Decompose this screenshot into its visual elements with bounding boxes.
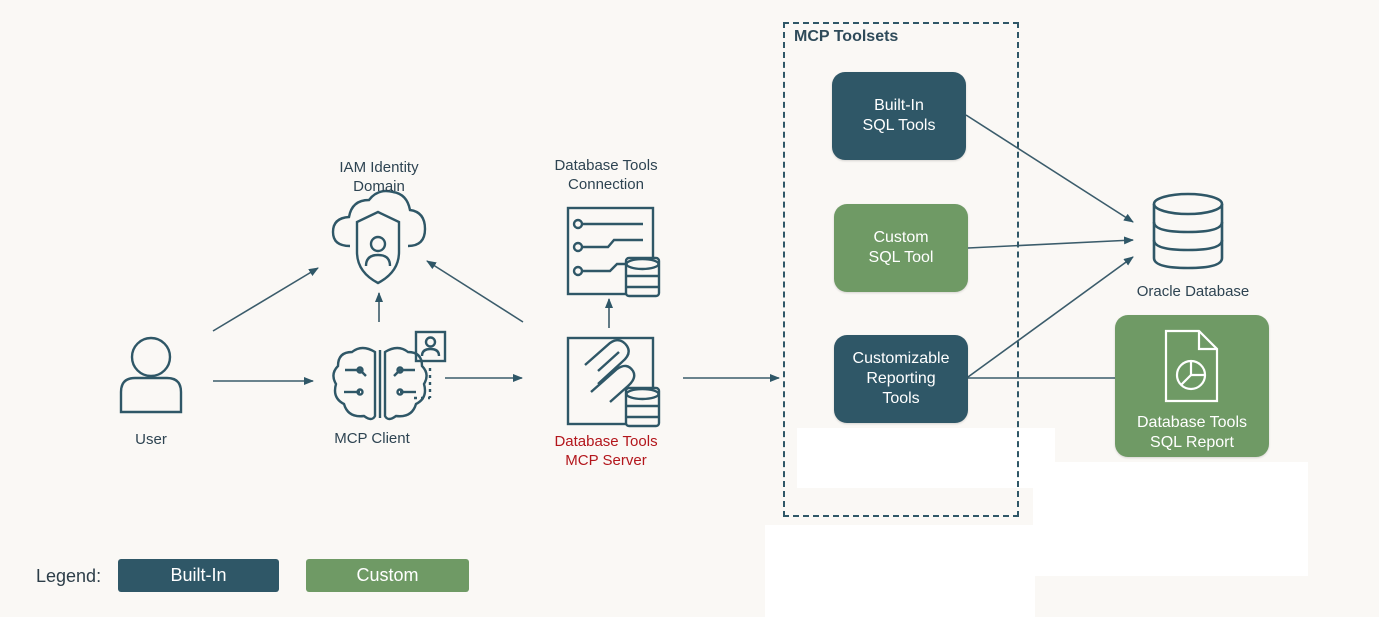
arrow-custom-to-db (967, 236, 1134, 249)
sql-report-label: Database Tools SQL Report (1137, 414, 1247, 451)
mcp-client-label: MCP Client (334, 430, 410, 447)
client-user-badge-icon (414, 330, 447, 400)
reporting-tools-label: Customizable Reporting Tools (852, 350, 950, 407)
arrow-builtin-to-db (965, 114, 1134, 223)
iam-cloud-shield-icon (331, 189, 427, 285)
db-cylinder-small-icon (624, 386, 661, 428)
arrow-reporting-to-db (967, 256, 1134, 378)
mcp-server-label: Database Tools MCP Server (554, 433, 658, 469)
blank-patch (1033, 462, 1308, 576)
db-cylinder-small-icon (624, 256, 661, 298)
oracle-database-label: Oracle Database (1136, 283, 1250, 300)
legend-builtin-chip: Built-In (118, 559, 279, 592)
builtin-sql-tools-box: Built-In SQL Tools (832, 72, 966, 160)
report-document-icon (1164, 329, 1219, 403)
db-connection-label: Database Tools Connection (554, 157, 658, 193)
db-connection-icon (566, 206, 655, 296)
custom-sql-tool-box: Custom SQL Tool (834, 204, 968, 292)
blank-patch (765, 525, 1035, 617)
iam-label: IAM Identity Domain (339, 159, 419, 195)
connector-arrows (212, 114, 1144, 385)
sql-report-box: Database Tools SQL Report (1115, 315, 1269, 457)
blank-patch (797, 428, 1055, 488)
arrow-user-to-iam (212, 267, 319, 332)
reporting-tools-box: Customizable Reporting Tools (834, 335, 968, 423)
brain-icon (332, 346, 428, 421)
custom-sql-tool-label: Custom SQL Tool (868, 229, 934, 266)
toolsets-frame (783, 22, 1019, 517)
user-label: User (135, 431, 167, 448)
toolsets-title: MCP Toolsets (794, 28, 899, 45)
mcp-server-icon (566, 336, 655, 426)
builtin-sql-tools-label: Built-In SQL Tools (862, 97, 936, 134)
user-icon (119, 336, 183, 414)
database-icon (1152, 192, 1224, 270)
legend-label: Legend: (36, 566, 102, 586)
arrow-server-to-iam (426, 260, 524, 323)
legend-custom-chip: Custom (306, 559, 469, 592)
